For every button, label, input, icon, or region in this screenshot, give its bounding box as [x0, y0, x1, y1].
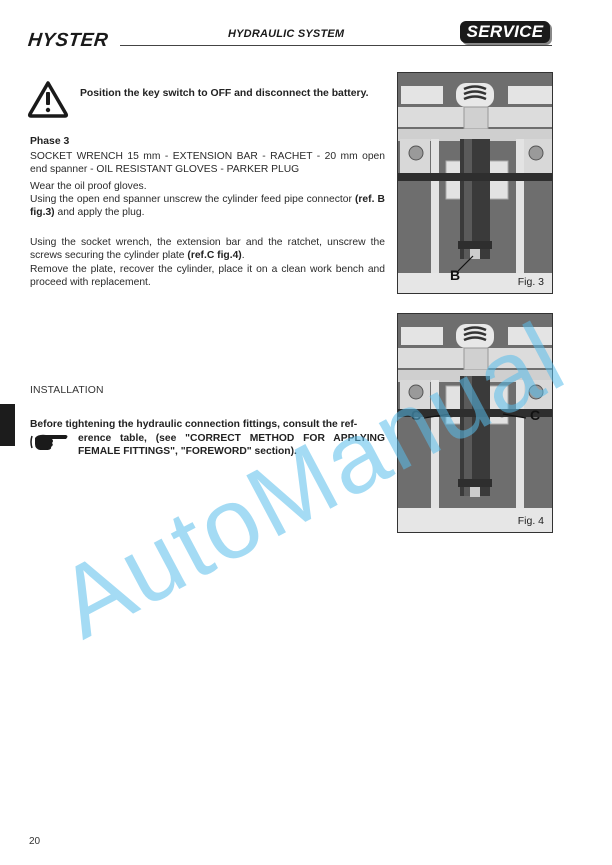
warning-text: Position the key switch to OFF and disco…: [80, 88, 369, 99]
cylinder-illustration: [398, 314, 552, 532]
callout-c-left: C: [411, 407, 422, 423]
step-text: Using the open end spanner unscrew the c…: [30, 193, 355, 205]
figure-label: Fig. 4: [517, 515, 544, 527]
cylinder-illustration: [398, 73, 552, 293]
phase-body: SOCKET WRENCH 15 mm - EXTENSION BAR - RA…: [30, 150, 385, 219]
installation-heading: INSTALLATION: [30, 385, 104, 396]
step-text: and apply the plug.: [54, 207, 145, 219]
phase-title: Phase 3: [30, 136, 70, 147]
pointing-hand-icon: [30, 434, 68, 450]
note-line-1: Before tightening the hydraulic connecti…: [30, 419, 358, 430]
page-number: 20: [29, 836, 41, 847]
step-unscrew-plate: Using the socket wrench, the extension b…: [30, 236, 385, 263]
note-rest: erence table, (see "CORRECT METHOD FOR A…: [78, 432, 385, 458]
hyster-logo: HYSTER: [26, 30, 110, 51]
warning-triangle-icon: [27, 81, 69, 118]
figure-4: C C Fig. 4: [397, 313, 553, 533]
service-badge: SERVICE: [460, 21, 550, 43]
callout-c-right: C: [530, 407, 541, 423]
step-text: Using the socket wrench, the extension b…: [30, 237, 385, 262]
page-header: HYSTER HYDRAULIC SYSTEM SERVICE: [0, 0, 612, 51]
step-gloves: Wear the oil proof gloves.: [30, 180, 147, 192]
step-unscrew-connector: Using the open end spanner unscrew the c…: [30, 193, 385, 220]
ref-b-fig3: (ref. B fig.3): [30, 193, 385, 219]
figure-label: Fig. 3: [517, 276, 544, 288]
tools-list: SOCKET WRENCH 15 mm - EXTENSION BAR - RA…: [30, 151, 385, 176]
callout-b: B: [450, 267, 461, 283]
header-rule: [120, 45, 552, 46]
installation-note: Before tightening the hydraulic connecti…: [30, 418, 385, 459]
section-title: HYDRAULIC SYSTEM: [228, 28, 345, 40]
section-side-tab: [0, 404, 15, 446]
step-remove-plate: Remove the plate, recover the cylinder, …: [30, 263, 385, 288]
step-text: .: [241, 250, 245, 262]
ref-c-fig4: (ref.C fig.4): [187, 250, 242, 262]
phase-body-2: Using the socket wrench, the extension b…: [30, 236, 385, 289]
figure-3: B Fig. 3: [397, 72, 553, 294]
warning-block: Position the key switch to OFF and disco…: [27, 80, 387, 120]
